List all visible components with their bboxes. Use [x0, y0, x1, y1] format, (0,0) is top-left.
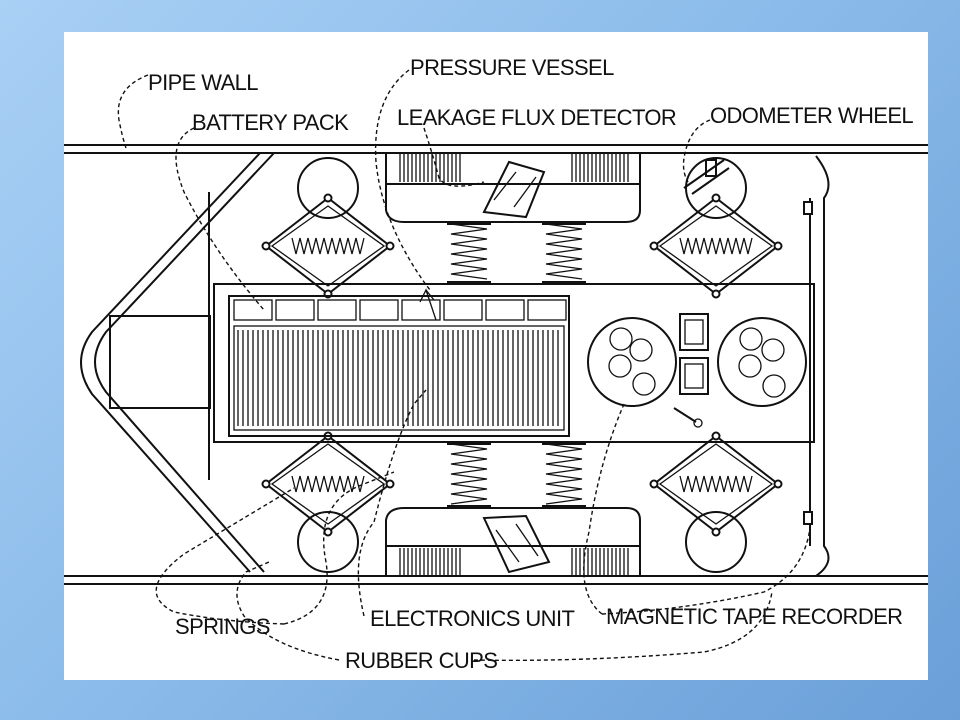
pressure-vessel-bottom [385, 507, 641, 576]
label-battery-pack: BATTERY PACK [192, 110, 349, 135]
label-leakage-flux-detector: LEAKAGE FLUX DETECTOR [397, 105, 676, 130]
leakage-flux-detector-top [482, 160, 546, 219]
suspension-arms [261, 157, 783, 573]
rubber-cup-rear [803, 155, 830, 577]
pipe-wall-bottom [64, 575, 928, 585]
label-odometer-wheel: ODOMETER WHEEL [710, 103, 913, 128]
label-rubber-cups: RUBBER CUPS [345, 648, 497, 673]
rubber-cup-front [80, 152, 275, 573]
diagram-panel: PIPE WALL BATTERY PACK PRESSURE VESSEL L… [64, 32, 928, 680]
label-pressure-vessel: PRESSURE VESSEL [410, 55, 614, 80]
pipe-wall-top [64, 144, 928, 154]
pipeline-pig-diagram: PIPE WALL BATTERY PACK PRESSURE VESSEL L… [64, 55, 928, 673]
label-electronics-unit: ELECTRONICS UNIT [370, 606, 574, 631]
odometer-wheel [683, 159, 730, 195]
magnetic-tape-recorder [587, 313, 807, 428]
label-magnetic-tape-recorder: MAGNETIC TAPE RECORDER [606, 604, 902, 629]
battery-pack [228, 295, 570, 437]
label-springs: SPRINGS [175, 614, 270, 639]
leakage-flux-detector-bottom [482, 514, 551, 574]
label-pipe-wall: PIPE WALL [148, 70, 258, 95]
leader-lines [117, 69, 811, 662]
pig-body [213, 283, 815, 443]
springs-vertical [447, 223, 586, 507]
